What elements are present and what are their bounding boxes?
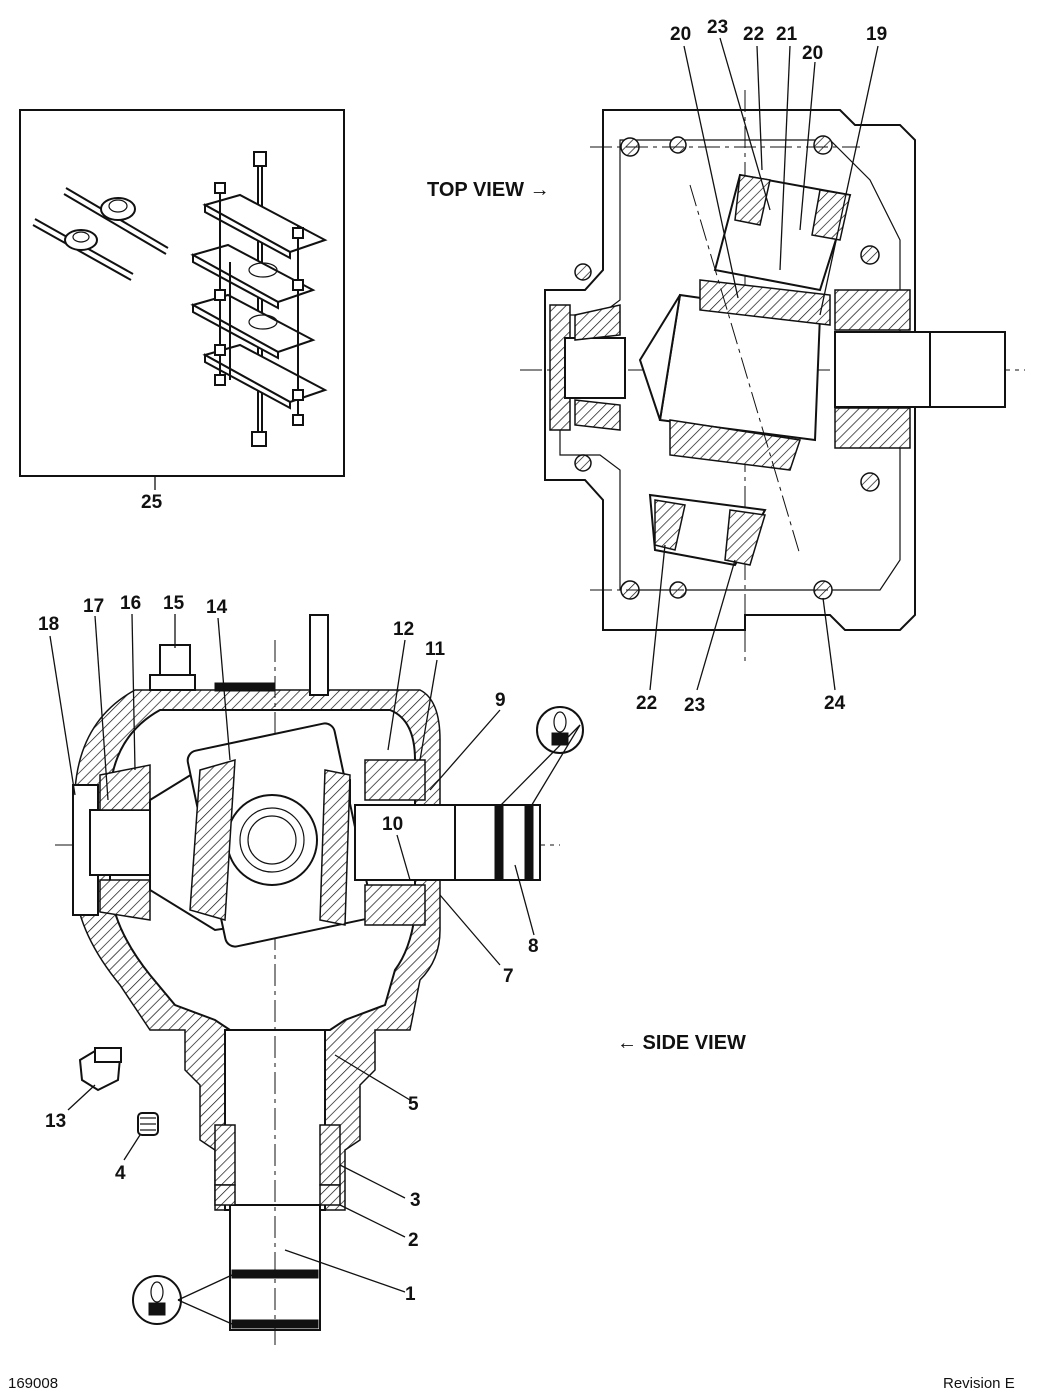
callout-side-17: 17 [83, 596, 105, 617]
callout-side-4: 4 [115, 1163, 126, 1184]
level-plug-part [78, 1046, 122, 1092]
callout-side-10: 10 [382, 814, 404, 835]
puller-rod-upper [63, 187, 169, 255]
callout-side-15: 15 [163, 593, 185, 614]
callout-side-5: 5 [408, 1094, 419, 1115]
grease-symbol-right [536, 706, 584, 754]
callout-top-19: 19 [866, 24, 888, 45]
side-view-label: ← SIDE VIEW [617, 1032, 746, 1054]
callout-side-14: 14 [206, 597, 228, 618]
callout-top-22b: 22 [636, 693, 658, 714]
callout-side-12: 12 [393, 619, 415, 640]
callout-top-24: 24 [824, 693, 846, 714]
callout-top-20a: 20 [670, 24, 692, 45]
callout-side-2: 2 [408, 1230, 419, 1251]
callout-kit-25: 25 [141, 492, 163, 513]
callout-top-20b: 20 [802, 43, 824, 64]
top-view-label: TOP VIEW → [427, 179, 550, 201]
side-view-drawing [55, 614, 584, 1345]
grease-symbol-bottom [132, 1275, 182, 1325]
callout-side-3: 3 [410, 1190, 421, 1211]
callout-side-13: 13 [45, 1111, 67, 1132]
callout-side-1: 1 [405, 1284, 416, 1305]
callout-side-9: 9 [495, 690, 506, 711]
leader-lines [49, 37, 879, 1325]
callout-top-22a: 22 [743, 24, 765, 45]
callout-side-11: 11 [425, 639, 446, 660]
callout-side-8: 8 [528, 936, 539, 957]
callout-side-18: 18 [38, 614, 60, 635]
drawing-number: 169008 [8, 1375, 59, 1392]
callout-top-23b: 23 [684, 695, 706, 716]
press-plate-stack [190, 151, 328, 447]
callout-top-23a: 23 [707, 17, 729, 38]
puller-rod-lower [32, 218, 134, 281]
callout-top-21: 21 [776, 24, 798, 45]
top-view-drawing [520, 90, 1025, 665]
tool-kit-inset [19, 109, 345, 490]
setscrew-part [137, 1112, 159, 1136]
callout-side-7: 7 [503, 966, 514, 987]
callout-side-16: 16 [120, 593, 142, 614]
revision-label: Revision E [943, 1375, 1015, 1392]
